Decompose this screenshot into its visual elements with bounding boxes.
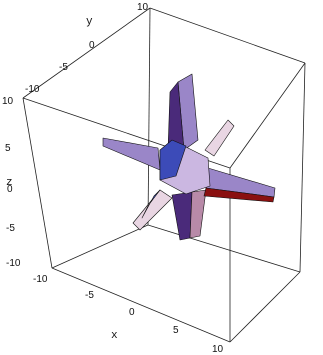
box-edge (229, 62, 306, 169)
box-edge (22, 97, 53, 269)
box-edge (147, 7, 151, 226)
x-tick: 10 (212, 344, 224, 355)
z-axis-ticks: 10 5 0 -5 -10 (2, 96, 21, 269)
surface-arm-bottom (171, 191, 193, 241)
surface-arm-bottom-side (189, 189, 207, 239)
z-tick: 5 (5, 143, 11, 154)
box-edge (147, 224, 301, 273)
z-tick: 0 (7, 184, 13, 195)
x-tick: -5 (85, 290, 94, 301)
box-edge (51, 224, 149, 269)
surface-center-shadow (159, 139, 187, 181)
box-edge (299, 62, 306, 273)
z-tick: -10 (6, 258, 21, 269)
bounding-box-back (51, 7, 306, 273)
box-edge (51, 267, 231, 343)
z-tick: 10 (2, 96, 14, 107)
surface-arm-upper-right (204, 119, 235, 157)
surface-arm-left (102, 137, 161, 171)
x-tick: 0 (129, 307, 135, 318)
z-tick: -5 (6, 223, 15, 234)
y-axis-label: y (86, 16, 93, 28)
surface (102, 73, 276, 241)
surface-arm-lower-left (132, 189, 173, 231)
box-edge (229, 271, 301, 343)
x-tick: 5 (173, 325, 179, 336)
y-tick: -10 (25, 84, 40, 95)
y-axis-ticks: 0 -5 -10 10 (25, 2, 149, 95)
x-axis-label: x (111, 330, 118, 342)
y-tick: 0 (89, 40, 95, 51)
z-axis-label: z (6, 177, 13, 189)
surface-arm-right-underside (203, 187, 275, 203)
bounding-box-front (22, 7, 306, 343)
surface-arm-lower-left-edge (141, 189, 161, 219)
top-corner-label: 10 (137, 2, 149, 13)
x-tick: -10 (33, 274, 48, 285)
box-edge (22, 7, 151, 99)
box-edge (149, 7, 306, 64)
x-axis-ticks: -10 -5 0 5 10 (33, 274, 224, 355)
y-tick: -5 (59, 62, 68, 73)
